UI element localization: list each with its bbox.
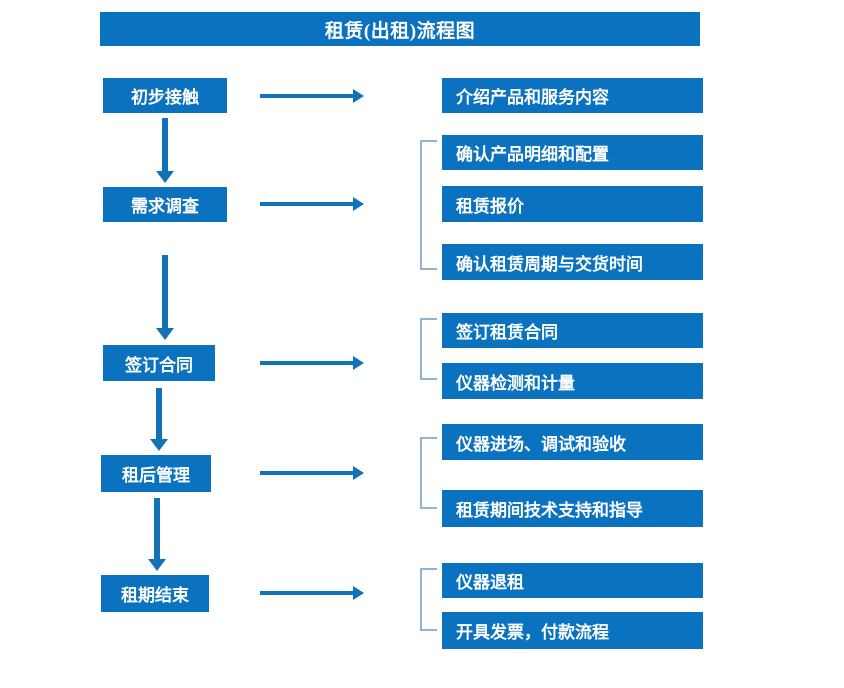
task-node-confirm-product-details[interactable]: 确认产品明细和配置 [442,135,703,170]
stage-node-sign-contract[interactable]: 签订合同 [103,345,215,381]
stage-node-rental-end[interactable]: 租期结束 [101,575,209,612]
page-title: 租赁(出租)流程图 [100,12,700,46]
task-node-invoice-payment[interactable]: 开具发票，付款流程 [442,612,703,649]
flow-arrow-right-5 [260,586,364,600]
stage-node-post-rental-management[interactable]: 租后管理 [101,455,211,492]
group-bracket-2 [420,140,437,270]
flow-arrow-down-4 [148,498,166,571]
task-node-instrument-return[interactable]: 仪器退租 [442,563,703,598]
stage-node-initial-contact[interactable]: 初步接触 [103,78,227,113]
flow-arrow-down-3 [150,388,168,451]
task-node-confirm-period-delivery[interactable]: 确认租赁周期与交货时间 [442,244,703,280]
task-node-instrument-inspection[interactable]: 仪器检测和计量 [442,363,703,399]
task-node-sign-rental-contract[interactable]: 签订租赁合同 [442,313,703,348]
task-node-technical-support[interactable]: 租赁期间技术支持和指导 [442,490,703,527]
flow-arrow-right-4 [260,466,364,480]
task-node-instrument-entry-commissioning[interactable]: 仪器进场、调试和验收 [442,424,703,460]
flow-arrow-right-1 [260,89,364,103]
flow-arrow-right-2 [260,197,364,211]
group-bracket-3 [420,318,437,380]
stage-node-needs-survey[interactable]: 需求调查 [103,187,227,222]
group-bracket-5 [420,568,437,631]
group-bracket-4 [420,437,437,509]
flow-arrow-down-2 [156,255,174,340]
task-node-rental-quote[interactable]: 租赁报价 [442,186,703,222]
flow-arrow-right-3 [260,356,364,370]
flow-arrow-down-1 [156,118,174,183]
task-node-introduce-products[interactable]: 介绍产品和服务内容 [442,78,703,113]
